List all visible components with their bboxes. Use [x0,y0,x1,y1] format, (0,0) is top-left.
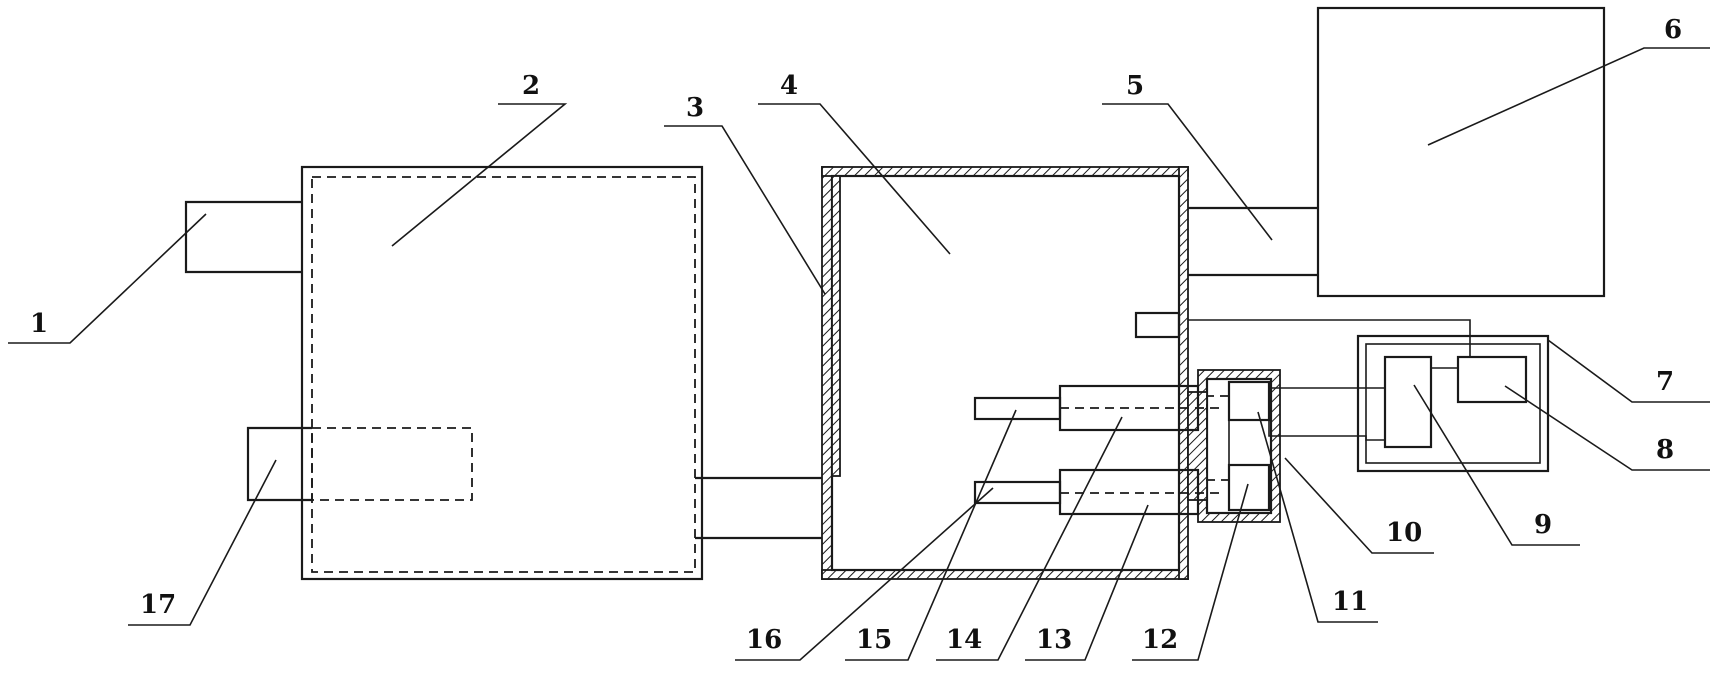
label-2: 2 [522,71,540,101]
component-2-box [300,165,704,581]
component-9-unit [1383,355,1458,449]
label-10: 10 [1386,518,1422,548]
label-5: 5 [1126,71,1144,101]
label-8: 8 [1656,435,1674,465]
reference-numerals: 1 2 3 4 5 6 7 8 9 10 11 12 13 14 15 16 1… [30,15,1682,655]
component-11-housing [1187,369,1281,523]
label-3: 3 [686,93,704,123]
label-17: 17 [140,590,176,620]
component-15-rod-upper [973,396,1062,421]
label-16: 16 [746,625,782,655]
label-6: 6 [1664,15,1682,45]
leader-lines [8,47,1710,661]
label-4: 4 [780,71,798,101]
label-11: 11 [1332,587,1368,617]
sensor-stub [1134,311,1471,358]
label-15: 15 [856,625,892,655]
connector-pipe-2-4 [695,476,830,540]
component-17-module [246,426,473,502]
component-5-duct [1188,206,1318,277]
label-14: 14 [946,625,982,655]
label-7: 7 [1656,367,1674,397]
component-3-wall-layer [831,175,841,477]
junction-wiring [1206,387,1385,481]
component-8-unit [1456,355,1528,404]
label-13: 13 [1036,625,1072,655]
component-7-enclosure [1356,334,1550,473]
label-12: 12 [1142,625,1178,655]
component-6-box [1316,6,1606,298]
label-9: 9 [1534,510,1552,540]
component-1-inlet [184,200,302,274]
label-1: 1 [30,309,48,339]
component-4-vessel [821,166,1189,580]
component-16-rod-lower [973,480,1062,505]
component-12-sensor [1227,463,1271,512]
component-10-sensor [1227,380,1271,422]
